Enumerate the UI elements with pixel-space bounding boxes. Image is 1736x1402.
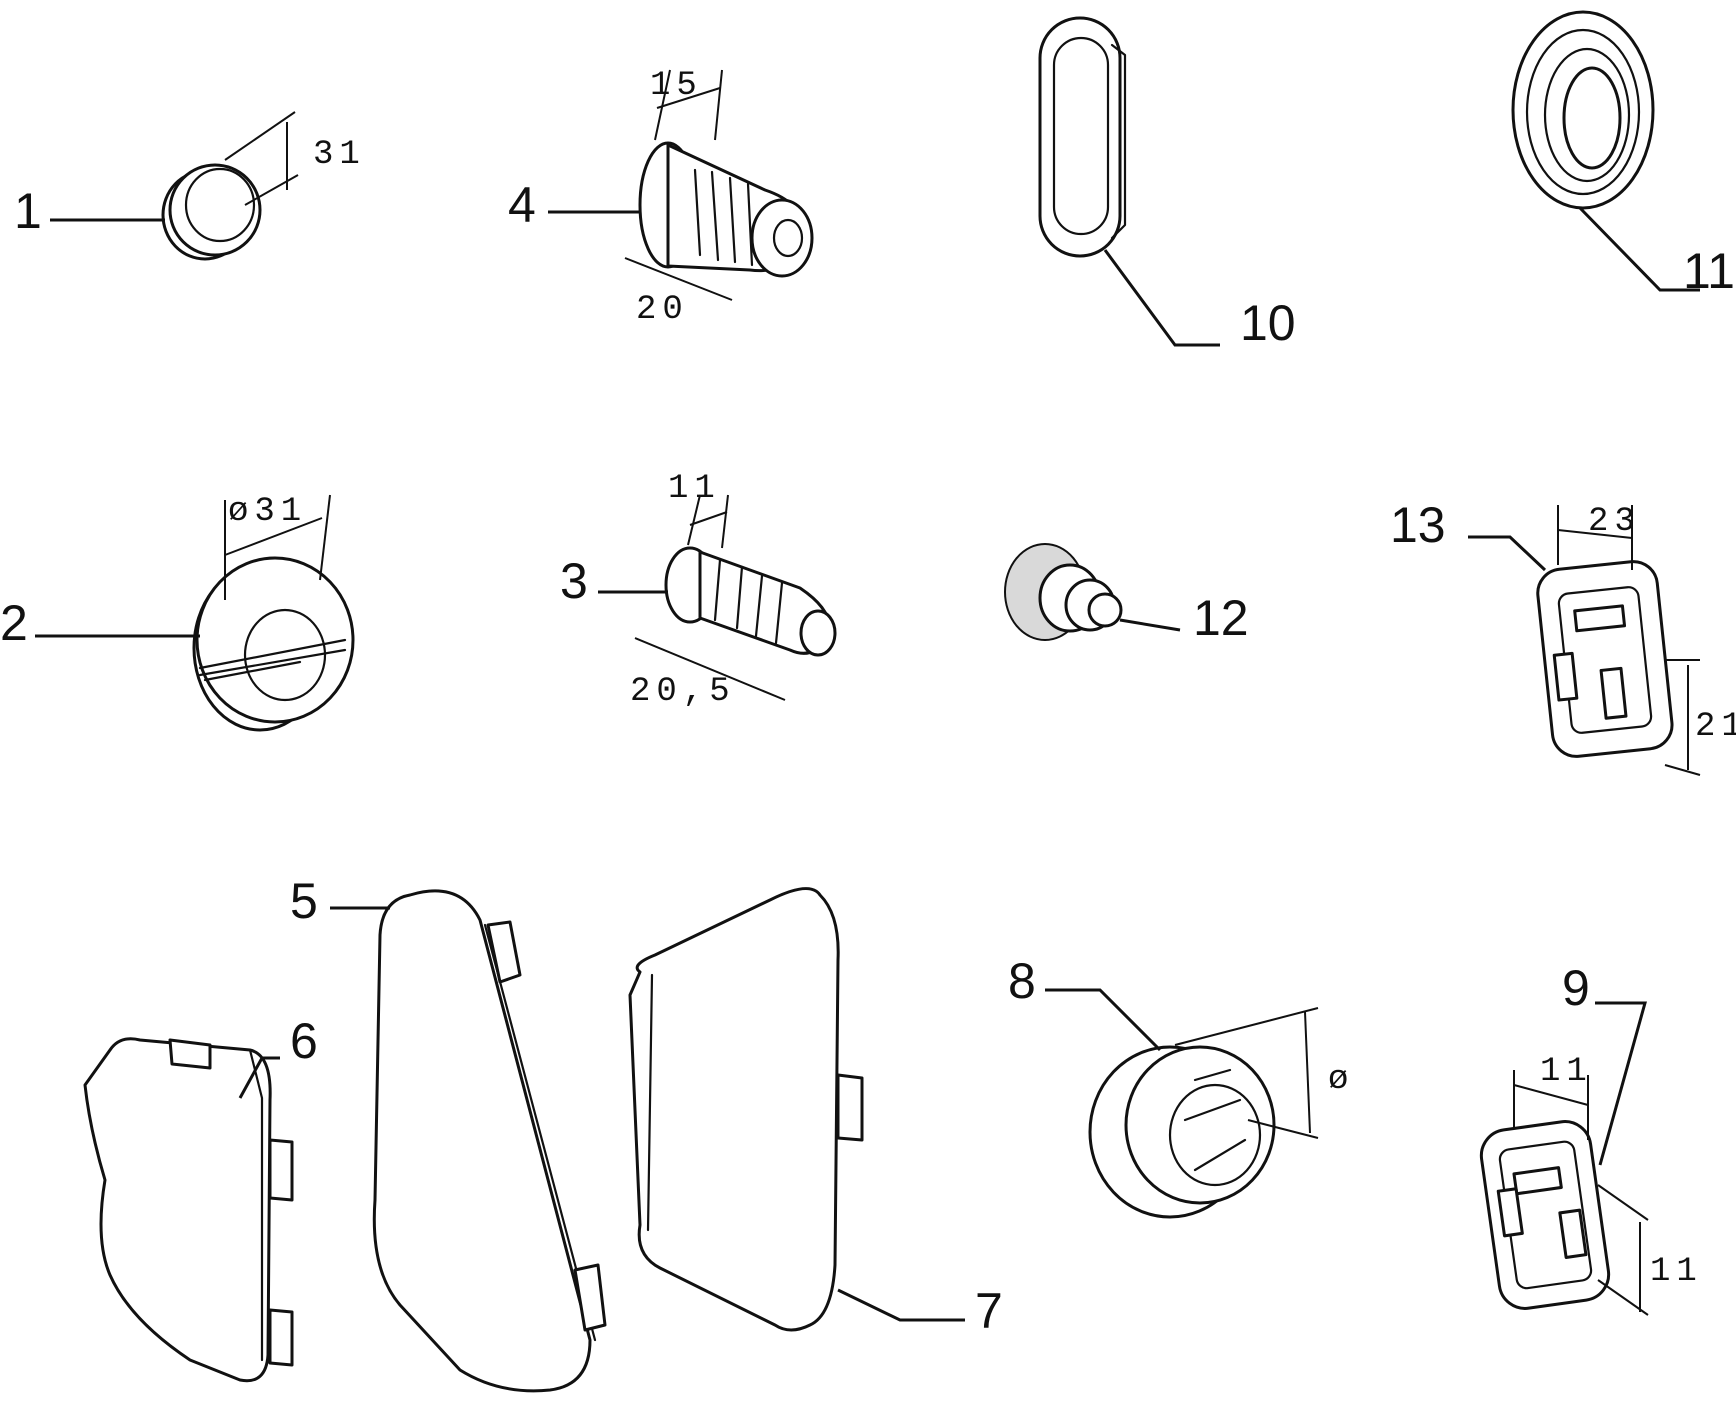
dim-part13-height: 21 (1695, 708, 1736, 746)
part-11-oval-grommet: 11 (1511, 10, 1735, 299)
dim-part3-top: 11 (668, 470, 721, 508)
callout-12: 12 (1193, 590, 1249, 646)
dim-part9-height: 11 (1650, 1253, 1703, 1291)
part-6-small-cover: 6 (83, 1013, 318, 1383)
dim-part13-width: 23 (1588, 503, 1641, 541)
dim-part2-diameter: ø31 (228, 493, 307, 531)
callout-9: 9 (1562, 960, 1590, 1016)
part-7-large-cover: 7 (628, 887, 1003, 1339)
callout-13: 13 (1390, 497, 1446, 553)
dim-part1-height: 31 (313, 136, 366, 174)
part-1-round-plug: 1 31 (14, 111, 366, 261)
callout-4: 4 (508, 177, 536, 233)
part-4-ribbed-clip: 4 15 20 (508, 67, 814, 329)
callout-8: 8 (1008, 953, 1036, 1009)
part-3-push-plug: 3 11 20,5 (560, 470, 837, 711)
callout-11: 11 (1683, 243, 1735, 299)
callout-1: 1 (14, 183, 42, 239)
part-12-stepped-plug: 12 (1004, 543, 1249, 646)
callout-7: 7 (975, 1283, 1003, 1339)
dim-part4-length: 20 (636, 291, 689, 329)
dim-part3-length: 20,5 (630, 673, 736, 711)
dim-part8-diameter: ø (1328, 1061, 1354, 1099)
part-9-small-clip: 9 11 11 (1479, 960, 1703, 1316)
callout-10: 10 (1240, 295, 1296, 351)
callout-3: 3 (560, 553, 588, 609)
callout-2: 2 (0, 595, 28, 651)
part-2-slit-grommet: 2 ø31 (0, 493, 355, 732)
part-5-triangle-cover: 5 (290, 873, 607, 1393)
dim-part9-width: 11 (1540, 1053, 1593, 1091)
part-8-ring-grommet: 8 ø (1008, 953, 1354, 1219)
dim-part4-top: 15 (650, 67, 703, 105)
part-13-square-clip: 13 23 21 (1390, 497, 1736, 776)
callout-6: 6 (290, 1013, 318, 1069)
callout-5: 5 (290, 873, 318, 929)
part-10-oval-plug: 10 (1038, 16, 1296, 351)
